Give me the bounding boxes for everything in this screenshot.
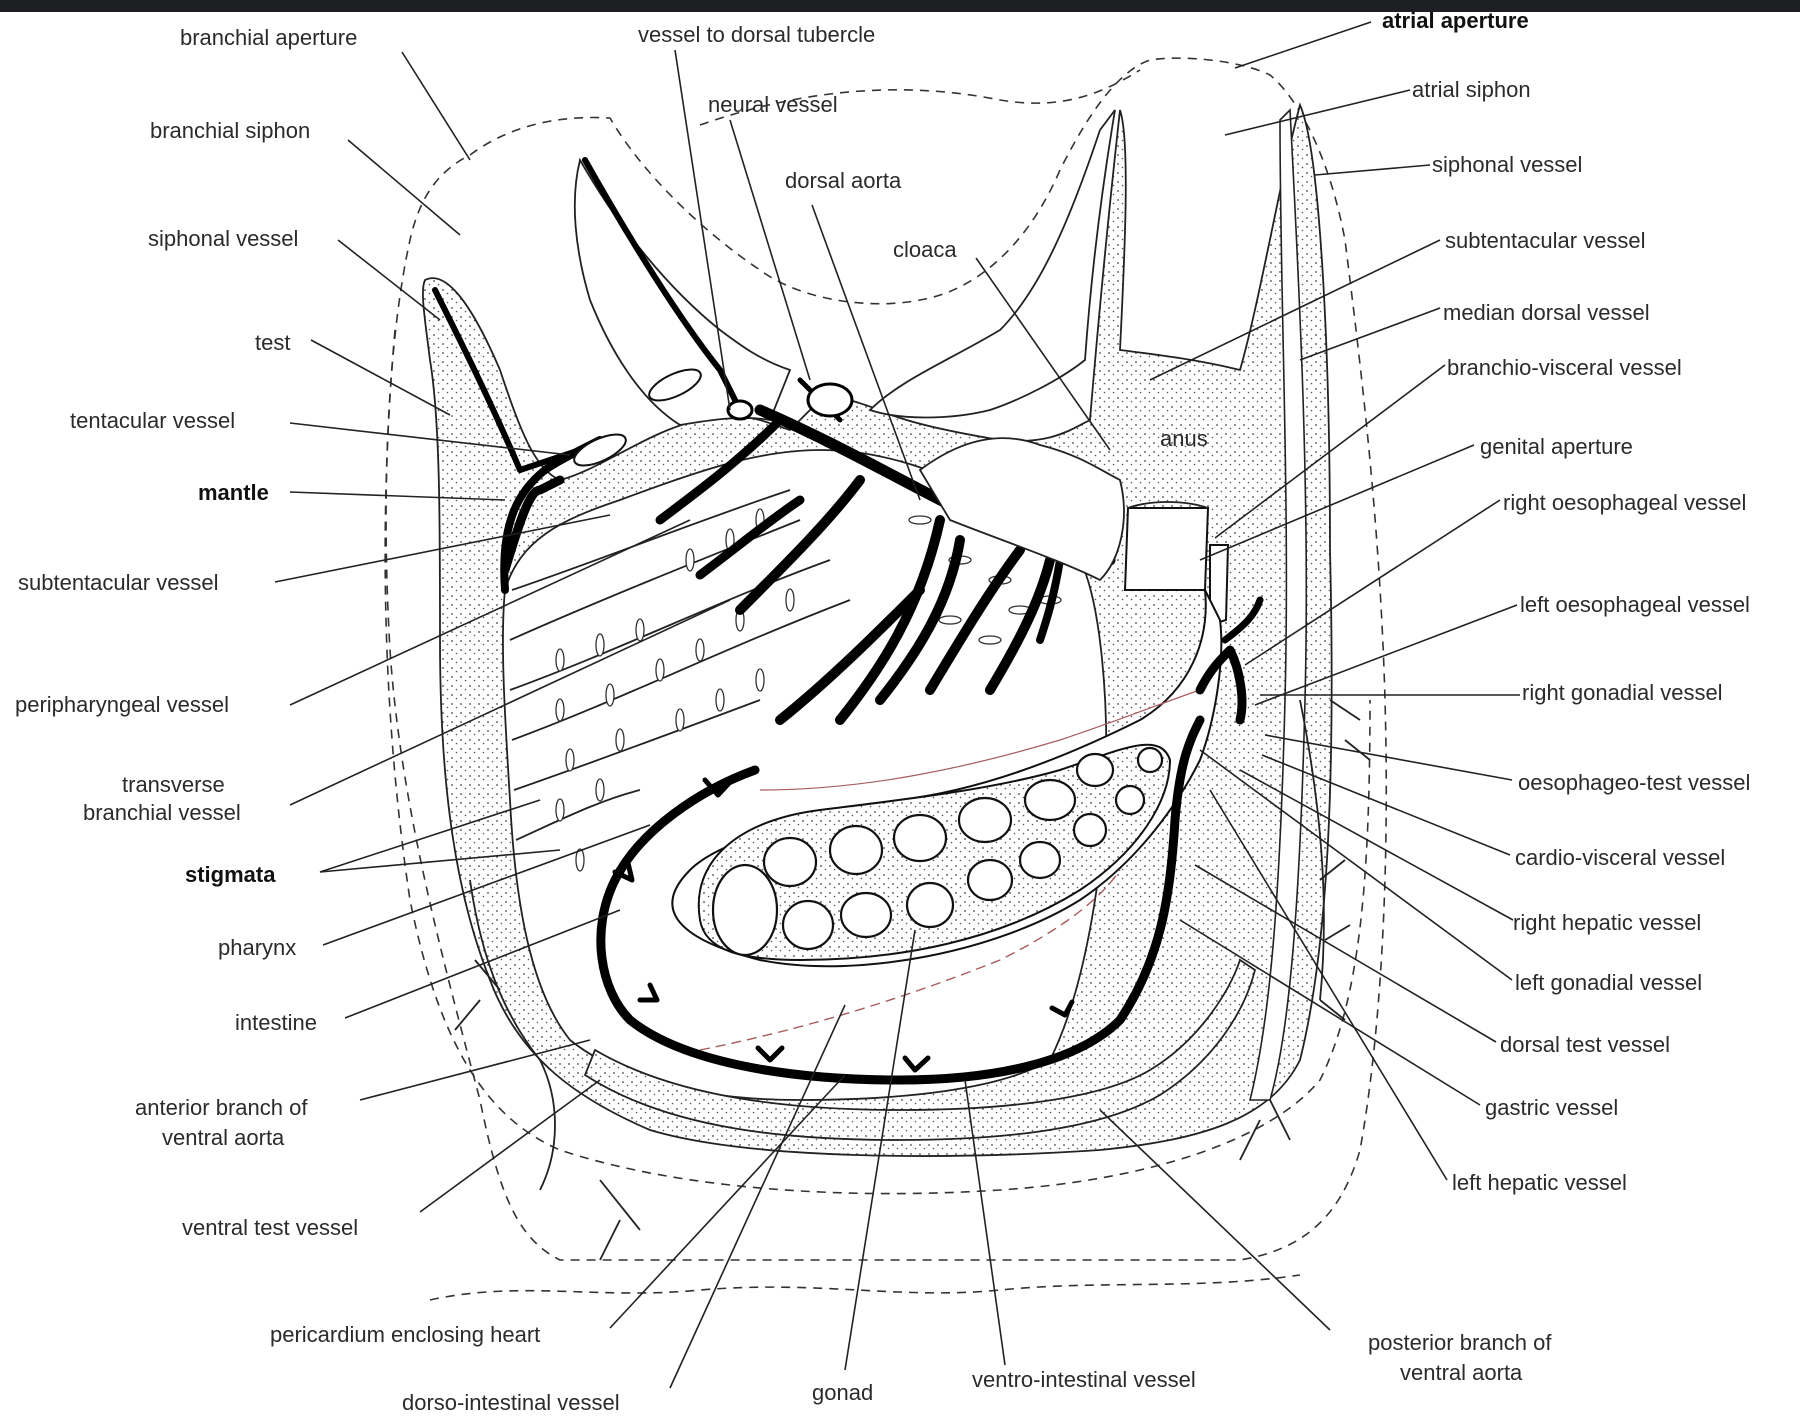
- anus-tube: [1125, 508, 1208, 590]
- label-gastric-vessel: gastric vessel: [1485, 1095, 1618, 1120]
- atrial-siphon-interior: [870, 110, 1115, 418]
- label-cardio-visceral-vessel: cardio-visceral vessel: [1515, 845, 1725, 870]
- label-anterior-branch: anterior branch of: [135, 1095, 308, 1120]
- label-dorso-intestinal-vessel: dorso-intestinal vessel: [402, 1390, 620, 1415]
- label-posterior-branch-ventral-aorta: ventral aorta: [1400, 1360, 1523, 1385]
- label-right-oesophageal-vessel: right oesophageal vessel: [1503, 490, 1746, 515]
- label-posterior-branch: posterior branch of: [1368, 1330, 1552, 1355]
- test-bottom-contour: [430, 1275, 1300, 1300]
- label-atrial-aperture: atrial aperture: [1382, 8, 1529, 33]
- label-anus: anus: [1160, 426, 1208, 451]
- label-subtentacular-vessel-right: subtentacular vessel: [1445, 228, 1646, 253]
- label-left-gonadial-vessel: left gonadial vessel: [1515, 970, 1702, 995]
- label-right-hepatic-vessel: right hepatic vessel: [1513, 910, 1701, 935]
- label-branchio-visceral-vessel: branchio-visceral vessel: [1447, 355, 1682, 380]
- label-transverse: transverse: [122, 772, 225, 797]
- label-right-gonadial-vessel: right gonadial vessel: [1522, 680, 1723, 705]
- label-branchial-siphon: branchial siphon: [150, 118, 310, 143]
- label-left-hepatic-vessel: left hepatic vessel: [1452, 1170, 1627, 1195]
- label-cloaca: cloaca: [893, 237, 957, 262]
- label-branchial-vessel: branchial vessel: [83, 800, 241, 825]
- label-ventral-test-vessel: ventral test vessel: [182, 1215, 358, 1240]
- top-scan-band: [0, 0, 1800, 12]
- label-vessel-to-dorsal-tubercle: vessel to dorsal tubercle: [638, 22, 875, 47]
- label-test: test: [255, 330, 290, 355]
- label-pericardium: pericardium enclosing heart: [270, 1322, 540, 1347]
- label-mantle: mantle: [198, 480, 269, 505]
- label-subtentacular-vessel-left: subtentacular vessel: [18, 570, 219, 595]
- label-left-oesophageal-vessel: left oesophageal vessel: [1520, 592, 1750, 617]
- label-siphonal-vessel-right: siphonal vessel: [1432, 152, 1582, 177]
- label-ventro-intestinal-vessel: ventro-intestinal vessel: [972, 1367, 1196, 1392]
- label-oesophageo-test-vessel: oesophageo-test vessel: [1518, 770, 1750, 795]
- dorsal-tubercle: [808, 384, 852, 416]
- label-siphonal-vessel-left: siphonal vessel: [148, 226, 298, 251]
- label-anterior-branch-ventral-aorta: ventral aorta: [162, 1125, 285, 1150]
- label-genital-aperture: genital aperture: [1480, 434, 1633, 459]
- label-median-dorsal-vessel: median dorsal vessel: [1443, 300, 1650, 325]
- label-branchial-aperture: branchial aperture: [180, 25, 357, 50]
- label-stigmata: stigmata: [185, 862, 276, 887]
- label-gonad: gonad: [812, 1380, 873, 1405]
- label-pharynx: pharynx: [218, 935, 296, 960]
- label-dorsal-aorta: dorsal aorta: [785, 168, 902, 193]
- labels-right: atrial aperture atrial siphon siphonal v…: [1382, 8, 1750, 1195]
- label-neural-vessel: neural vessel: [708, 92, 838, 117]
- neural-ganglion: [728, 401, 752, 419]
- label-tentacular-vessel: tentacular vessel: [70, 408, 235, 433]
- label-dorsal-test-vessel: dorsal test vessel: [1500, 1032, 1670, 1057]
- label-atrial-siphon: atrial siphon: [1412, 77, 1531, 102]
- label-peripharyngeal-vessel: peripharyngeal vessel: [15, 692, 229, 717]
- label-intestine: intestine: [235, 1010, 317, 1035]
